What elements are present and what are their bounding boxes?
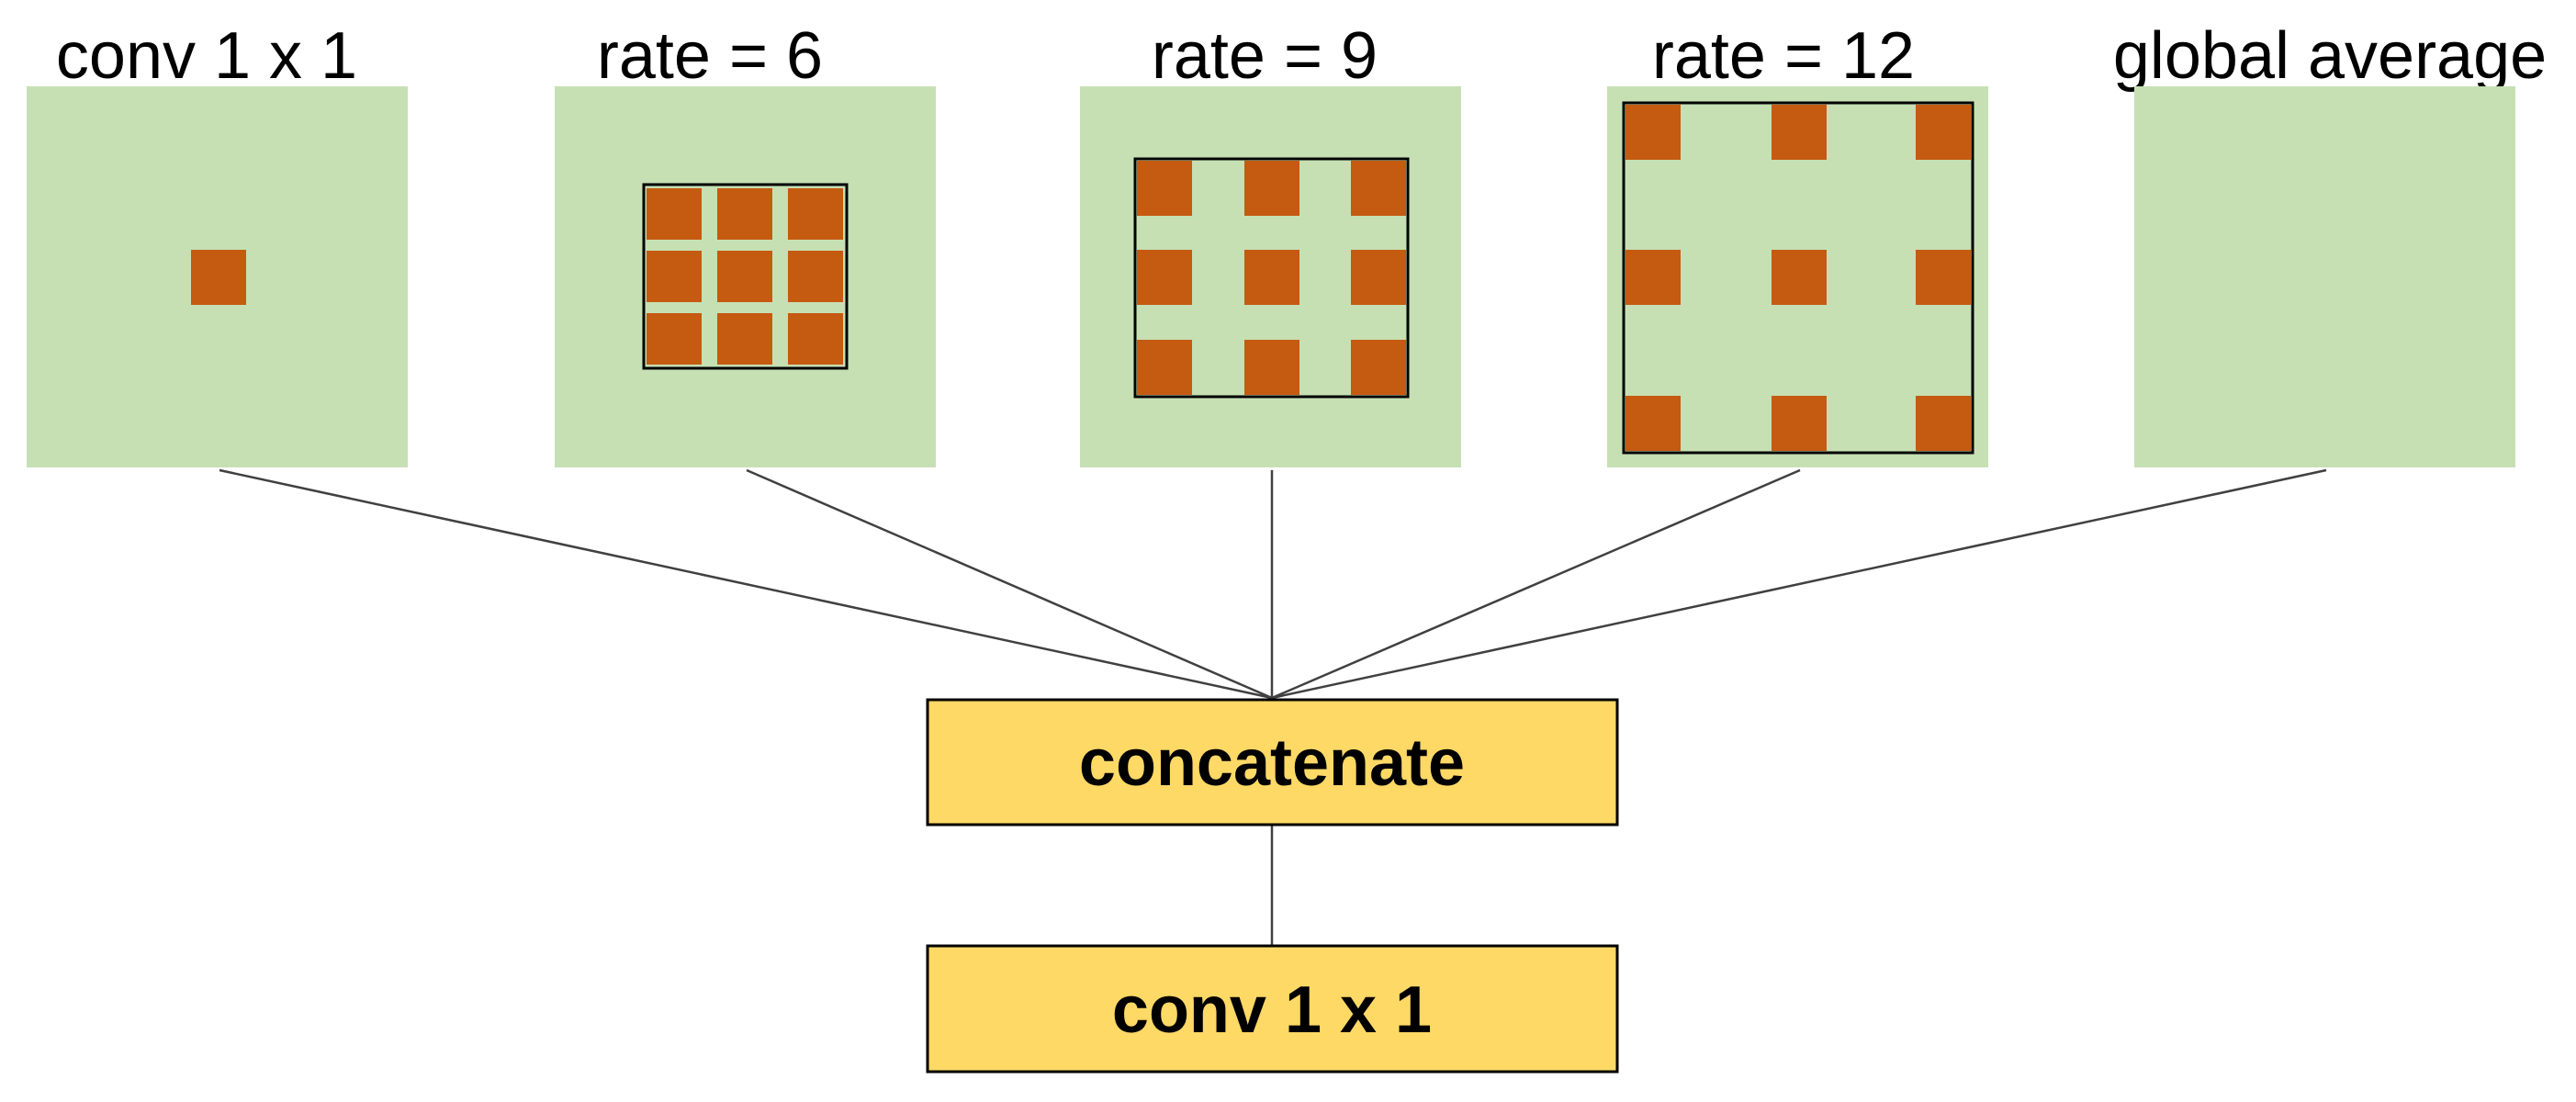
kernel-cell	[1351, 161, 1406, 216]
kernel-cell	[788, 251, 843, 302]
kernel-cell	[647, 251, 702, 302]
kernel-cell	[788, 188, 843, 240]
concatenate-block: concatenate	[926, 698, 1619, 826]
kernel-cell	[1137, 161, 1192, 216]
kernel-cell	[1137, 250, 1192, 305]
kernel-cell	[1244, 340, 1299, 395]
connector-line-1	[219, 468, 1273, 700]
kernel-cell	[1772, 396, 1827, 451]
kernel-cell	[647, 188, 702, 240]
kernel-cell	[1625, 105, 1681, 160]
branch-label-rate-12: rate = 12	[1652, 19, 1915, 93]
feature-map-global-average	[2134, 86, 2515, 467]
output-conv-label: conv 1 x 1	[1112, 973, 1432, 1047]
kernel-cell	[717, 313, 772, 365]
kernel-cell	[1625, 396, 1681, 451]
kernel-cell	[1351, 250, 1406, 305]
branch-global-average: global average	[2113, 19, 2547, 467]
kernel-cell	[1772, 250, 1827, 305]
kernel-cell	[1351, 340, 1406, 395]
kernel-cell	[1625, 250, 1681, 305]
branch-label-rate-6: rate = 6	[597, 19, 823, 93]
output-conv-block: conv 1 x 1	[926, 944, 1619, 1074]
connector-line-5	[1271, 468, 2327, 700]
branch-label-rate-9: rate = 9	[1152, 19, 1378, 93]
kernel-cell	[1244, 161, 1299, 216]
branch-rate-9: rate = 9	[1080, 19, 1461, 467]
kernel-cell	[1916, 396, 1971, 451]
connector-lines	[219, 468, 2327, 946]
kernel-cells-rate-12	[1625, 105, 1971, 451]
connector-line-2	[746, 468, 1273, 700]
kernel-cells-rate-9	[1137, 161, 1406, 395]
kernel-cell	[191, 250, 246, 305]
kernel-cell	[717, 251, 772, 302]
concatenate-box	[926, 698, 1619, 826]
branch-label-conv1x1: conv 1 x 1	[56, 19, 357, 93]
branch-rate-12: rate = 12	[1607, 19, 1988, 467]
concatenate-label: concatenate	[1079, 726, 1465, 800]
kernel-cell	[1916, 105, 1971, 160]
connector-line-4	[1271, 468, 1801, 700]
branch-conv1x1: conv 1 x 1	[27, 19, 408, 467]
kernel-cells-rate-6	[647, 188, 843, 365]
kernel-cell	[1772, 105, 1827, 160]
kernel-cell	[1137, 340, 1192, 395]
kernel-cell	[647, 313, 702, 365]
kernel-cell	[1244, 250, 1299, 305]
kernel-cell	[788, 313, 843, 365]
kernel-cell	[1916, 250, 1971, 305]
branch-rate-6: rate = 6	[555, 19, 936, 467]
output-conv-box	[926, 944, 1619, 1074]
kernel-cell	[717, 188, 772, 240]
branch-label-global-average: global average	[2113, 19, 2547, 93]
